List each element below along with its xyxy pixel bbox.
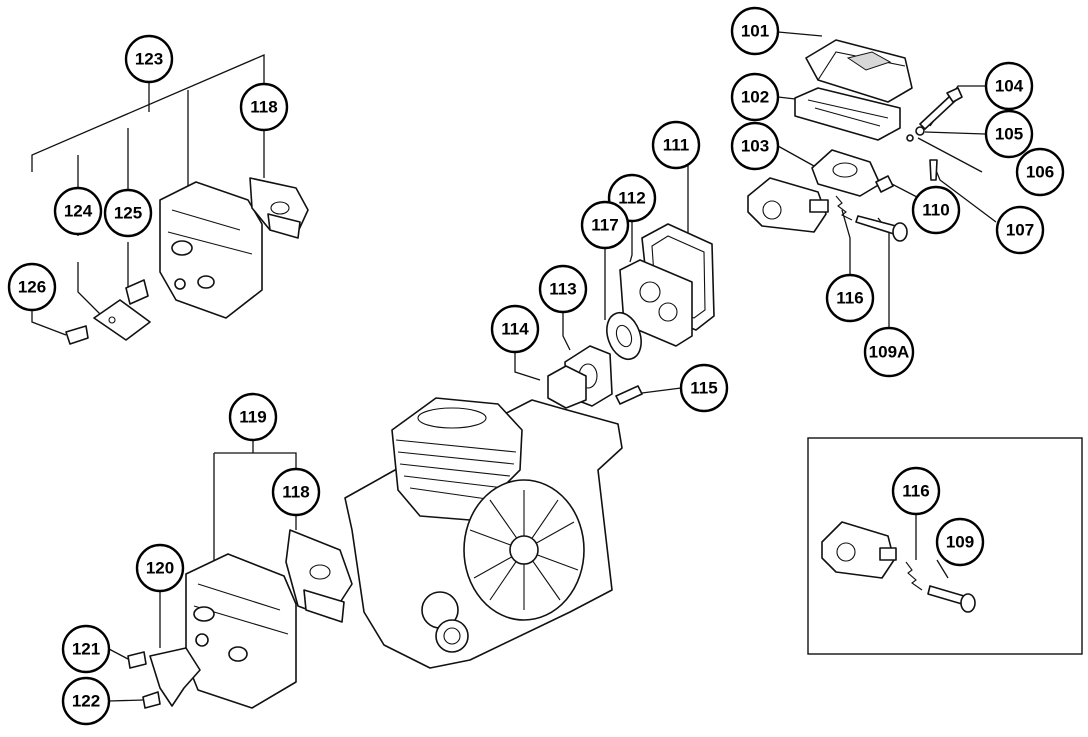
callout-121: 121 [61, 624, 111, 674]
screw-109a [855, 215, 908, 242]
callout-label: 125 [114, 204, 142, 223]
callout-label: 103 [741, 137, 769, 156]
air-filter-cover [805, 39, 913, 103]
callout-109-inset: 109 [935, 517, 985, 567]
callout-111: 111 [651, 120, 701, 170]
plate-125 [125, 279, 149, 305]
screw-107 [929, 159, 938, 181]
callout-label: 121 [72, 640, 100, 659]
callout-label: 122 [72, 692, 100, 711]
muffler-lower [185, 553, 297, 709]
callout-label: 111 [663, 136, 690, 155]
washer-106 [906, 134, 914, 142]
callout-label: 112 [618, 189, 645, 208]
callout-109a: 109A [863, 326, 915, 378]
callout-label: 123 [135, 50, 163, 69]
callout-120: 120 [135, 543, 185, 593]
engine-block [344, 397, 623, 669]
callout-101: 101 [730, 6, 780, 56]
callout-107: 107 [995, 205, 1045, 255]
callout-122: 122 [61, 676, 111, 726]
bolt-126 [65, 325, 89, 345]
callout-label: 109 [946, 533, 974, 552]
callout-label: 115 [690, 379, 717, 398]
callout-label: 118 [282, 483, 309, 502]
callout-label: 110 [922, 201, 949, 220]
callout-label: 104 [995, 77, 1024, 96]
callout-label: 105 [995, 125, 1023, 144]
gasket-114 [547, 365, 587, 409]
callout-label: 113 [549, 280, 576, 299]
callout-116-inset: 116 [891, 466, 941, 516]
callout-106: 106 [1015, 147, 1065, 197]
inset-carburetor [821, 521, 976, 613]
callout-117: 117 [580, 200, 630, 250]
clip-110 [875, 175, 894, 193]
callout-label: 101 [741, 22, 769, 41]
callout-102: 102 [730, 72, 780, 122]
heat-shield-lower [285, 529, 353, 623]
spring-116 [835, 195, 853, 221]
callout-label: 116 [836, 289, 863, 308]
callout-123: 123 [124, 34, 174, 84]
muffler-upper [159, 181, 263, 319]
callout-110: 110 [911, 185, 961, 235]
callout-125: 125 [103, 188, 153, 238]
callout-label: 126 [18, 278, 46, 297]
screw-122 [142, 691, 161, 709]
disc-117 [606, 311, 642, 361]
filter-base [811, 149, 881, 197]
screw-121 [127, 651, 147, 669]
callout-label: 124 [64, 202, 93, 221]
callout-116: 116 [825, 273, 875, 323]
callout-119: 119 [228, 392, 278, 442]
callout-126: 126 [7, 262, 57, 312]
callout-103: 103 [730, 121, 780, 171]
callout-label: 120 [146, 559, 174, 578]
bracket-120 [149, 647, 201, 707]
callout-118-lower: 118 [271, 467, 321, 517]
callout-104: 104 [984, 61, 1034, 111]
callout-105: 105 [984, 109, 1034, 159]
callout-label: 107 [1006, 221, 1034, 240]
bolt-115 [615, 385, 643, 405]
callout-label: 116 [902, 482, 929, 501]
heat-shield-upper [249, 177, 309, 239]
bolt-104 [919, 87, 963, 130]
callout-115: 115 [679, 363, 729, 413]
callout-label: 118 [250, 98, 277, 117]
callout-124: 124 [53, 186, 103, 236]
callout-label: 109A [869, 343, 910, 362]
callout-118-upper: 118 [239, 82, 289, 132]
washer-105 [915, 126, 925, 136]
callout-label: 114 [501, 320, 529, 339]
carburetor [747, 177, 829, 233]
air-filter [794, 87, 901, 141]
callout-114: 114 [490, 304, 540, 354]
callout-113: 113 [538, 264, 588, 314]
inset-frame [807, 437, 1083, 655]
bracket-124 [93, 299, 151, 341]
callout-label: 102 [741, 88, 769, 107]
callout-label: 106 [1026, 163, 1054, 182]
callout-label: 119 [239, 408, 266, 427]
callout-label: 117 [591, 216, 618, 235]
